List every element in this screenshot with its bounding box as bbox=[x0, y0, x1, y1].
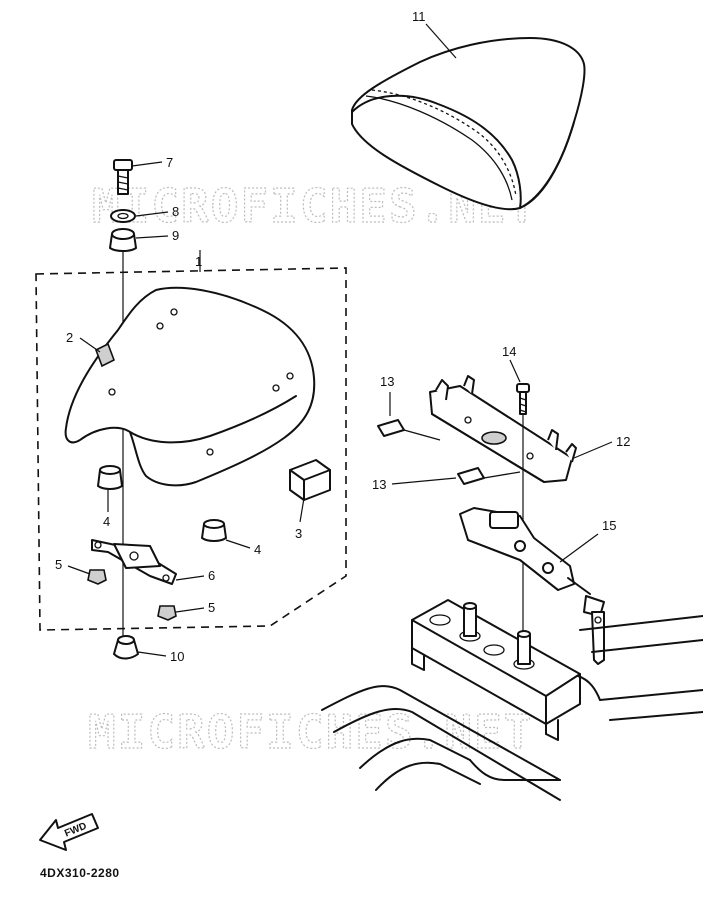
callout-8: 8 bbox=[172, 204, 179, 219]
seat-cowl-part bbox=[351, 37, 586, 211]
callout-9: 9 bbox=[172, 228, 179, 243]
callout-15: 15 bbox=[602, 518, 616, 533]
lock-bracket-part bbox=[429, 375, 577, 483]
mount-base-part bbox=[411, 599, 581, 741]
screw-part bbox=[516, 383, 530, 415]
part-code: 4DX310-2280 bbox=[40, 866, 120, 880]
callout-14: 14 bbox=[502, 344, 516, 359]
assembly-group-outline bbox=[35, 267, 347, 631]
callout-1: 1 bbox=[195, 254, 202, 269]
damper-part-b bbox=[201, 519, 227, 542]
callout-10: 10 bbox=[170, 649, 184, 664]
callout-7: 7 bbox=[166, 155, 173, 170]
callout-11: 11 bbox=[412, 9, 426, 24]
damper-block-part bbox=[289, 459, 331, 501]
callout-4a: 4 bbox=[103, 514, 110, 529]
single-seat-cowl-part bbox=[64, 286, 316, 487]
damper-part-a bbox=[97, 465, 123, 490]
collar-part bbox=[109, 228, 137, 252]
callout-6: 6 bbox=[208, 568, 215, 583]
callout-5a: 5 bbox=[55, 557, 62, 572]
leader-lines bbox=[67, 23, 613, 657]
nut-part-c bbox=[113, 635, 139, 660]
clip-part bbox=[94, 342, 116, 368]
callout-13a: 13 bbox=[380, 374, 394, 389]
frame-rails bbox=[321, 615, 703, 801]
callout-3: 3 bbox=[295, 526, 302, 541]
pad-part-a bbox=[377, 419, 405, 437]
pad-part-b bbox=[457, 467, 485, 485]
forward-arrow-icon: FWD bbox=[39, 813, 99, 851]
nut-part-a bbox=[87, 569, 107, 585]
callout-5b: 5 bbox=[208, 600, 215, 615]
nut-part-b bbox=[157, 605, 177, 621]
seat-lock-part bbox=[459, 507, 605, 665]
callout-2: 2 bbox=[66, 330, 73, 345]
bolt-part bbox=[113, 159, 133, 195]
callout-13b: 13 bbox=[372, 477, 386, 492]
washer-part bbox=[110, 209, 136, 223]
callout-12: 12 bbox=[616, 434, 630, 449]
bracket-part bbox=[91, 539, 177, 585]
watermark-bottom: MICROFICHES.NET bbox=[88, 705, 533, 759]
callout-4b: 4 bbox=[254, 542, 261, 557]
